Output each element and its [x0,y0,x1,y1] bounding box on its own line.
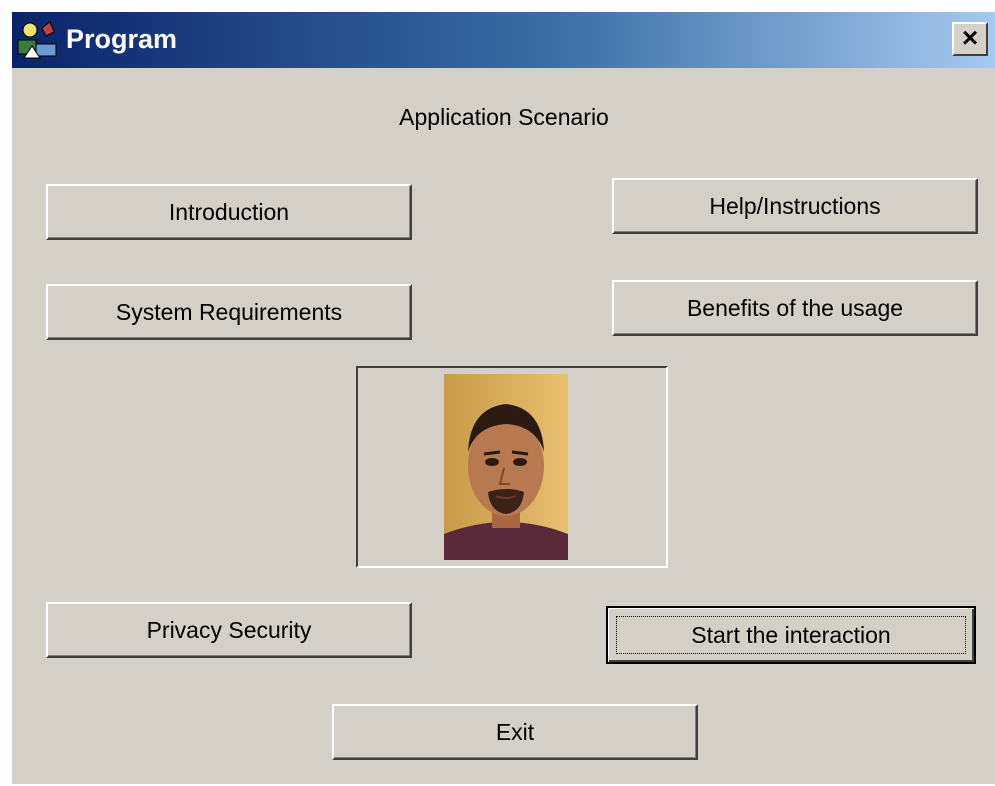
help-instructions-button[interactable]: Help/Instructions [612,178,978,234]
system-requirements-button[interactable]: System Requirements [46,284,412,340]
page-heading: Application Scenario [399,104,609,130]
title-bar[interactable]: Program × [12,12,995,68]
program-window: Program × Application Scenario Introduct… [10,10,995,784]
close-icon: × [961,22,979,53]
benefits-button[interactable]: Benefits of the usage [612,280,978,336]
start-interaction-label: Start the interaction [691,621,891,648]
person-portrait-image [444,374,568,560]
close-button[interactable]: × [952,22,988,56]
introduction-button[interactable]: Introduction [46,184,412,240]
exit-button[interactable]: Exit [332,704,698,760]
privacy-security-button[interactable]: Privacy Security [46,602,412,658]
start-interaction-button[interactable]: Start the interaction [606,606,976,664]
window-title: Program [66,24,178,54]
photo-frame [356,366,668,568]
program-app-icon [17,21,57,59]
